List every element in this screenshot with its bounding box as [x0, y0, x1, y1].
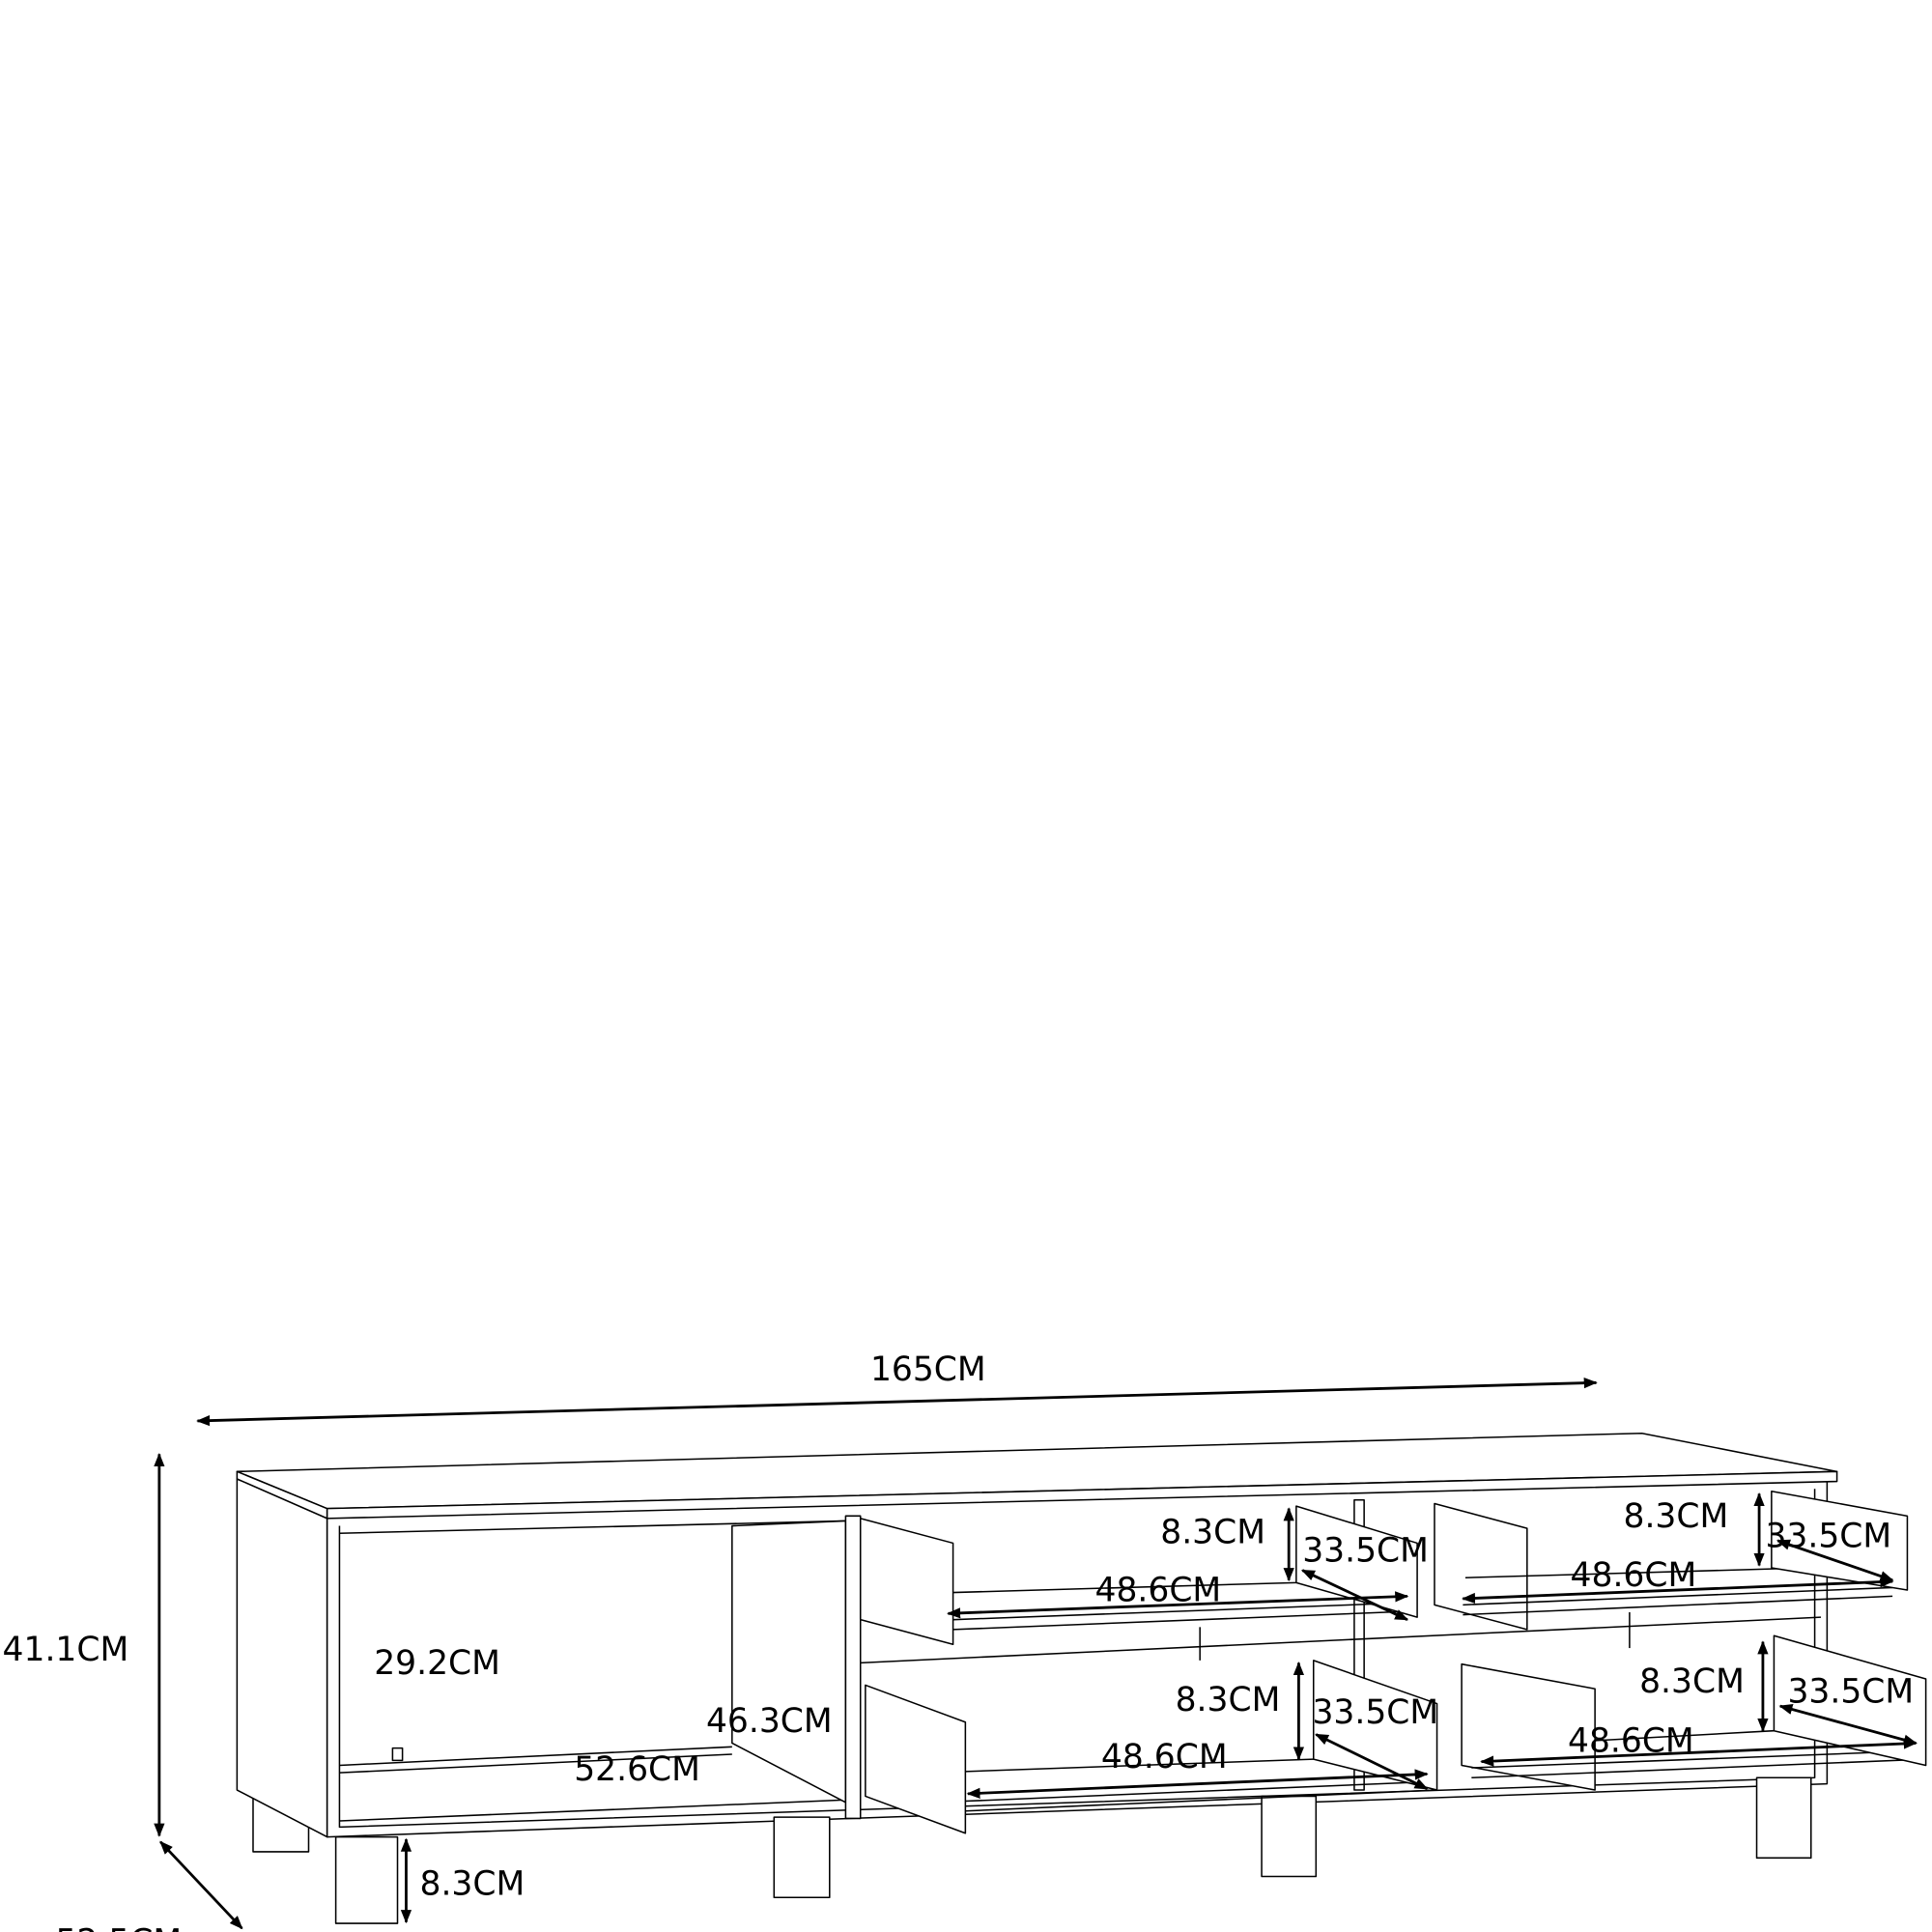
width-arrow	[196, 1378, 1598, 1427]
divider	[844, 1515, 862, 1820]
drawer-width-label: 33.5CM	[1787, 1672, 1914, 1711]
leg	[773, 1816, 831, 1898]
drawer-width-label: 33.5CM	[1312, 1693, 1438, 1732]
door-width-label: 46.3CM	[706, 1702, 833, 1741]
drawer-width-label: 33.5CM	[1765, 1517, 1891, 1555]
drawer-height-label: 8.3CM	[1639, 1662, 1745, 1701]
leg	[1755, 1776, 1812, 1860]
overall-height-label: 41.1CM	[3, 1631, 129, 1669]
drawer-lower-left[interactable]	[865, 1660, 1438, 1834]
overall-depth-label: 52.5CM	[56, 1923, 183, 1932]
drawer-depth-label: 48.6CM	[1571, 1556, 1697, 1595]
compartment-height-label: 29.2CM	[374, 1644, 500, 1683]
drawer-width-label: 33.5CM	[1302, 1532, 1429, 1571]
drawer-height-label: 8.3CM	[1176, 1681, 1281, 1719]
leg	[334, 1835, 399, 1924]
drawer-lower-right[interactable]	[1461, 1634, 1927, 1791]
drawer-depth-label: 48.6CM	[1568, 1721, 1694, 1760]
depth-arrow	[159, 1840, 243, 1930]
drawer-depth-label: 48.6CM	[1101, 1738, 1228, 1776]
carcass	[326, 1478, 1829, 1838]
drawer-upper-left[interactable]	[859, 1505, 1418, 1646]
side-panel	[236, 1478, 328, 1838]
drawer-upper-right[interactable]	[1434, 1491, 1909, 1631]
drawer-height-label: 8.3CM	[1624, 1497, 1729, 1536]
leg-height-label: 8.3CM	[420, 1865, 526, 1904]
drawer-height-label: 8.3CM	[1160, 1513, 1265, 1551]
hinge	[391, 1747, 404, 1762]
compartment-depth-label: 52.6CM	[574, 1750, 700, 1789]
overall-width-label: 165CM	[870, 1350, 986, 1389]
drawer-depth-label: 48.6CM	[1095, 1572, 1222, 1610]
leg	[1261, 1795, 1318, 1878]
